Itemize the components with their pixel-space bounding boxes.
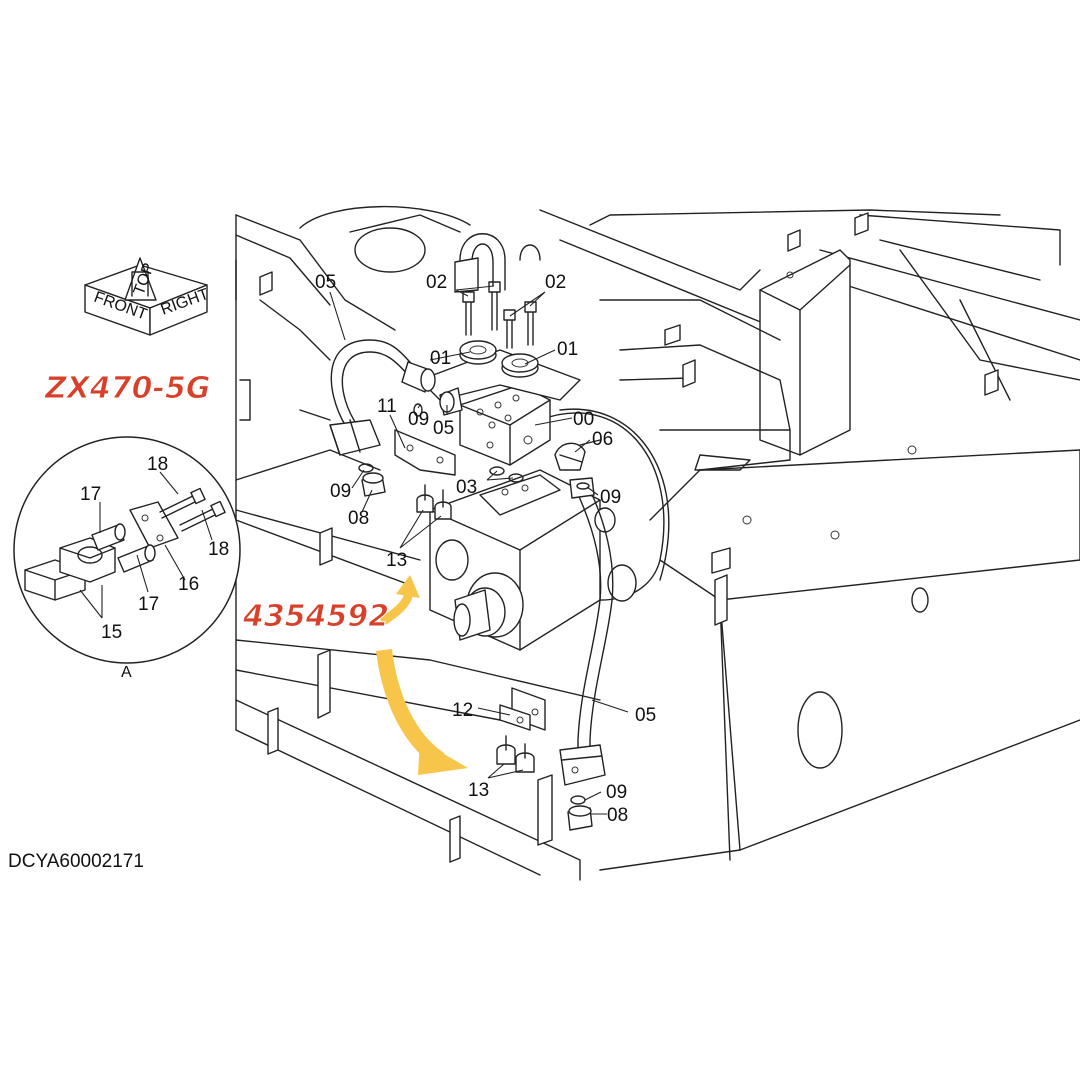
- callout-02-left: 02: [426, 272, 447, 293]
- callout-07: 06: [592, 429, 613, 450]
- bolts-02: [462, 281, 537, 349]
- callout-08-upper: 08: [348, 508, 369, 529]
- pump-assembly: [394, 233, 670, 651]
- callout-labels: 05 02 02 01 01 11 09 05 00 06 03 09 09 0…: [80, 272, 656, 826]
- part-number-label: 4354592: [242, 599, 389, 634]
- callout-15: 15: [101, 622, 122, 643]
- callout-00: 00: [573, 409, 594, 430]
- hose-lower-05: [559, 477, 614, 786]
- callout-01-right: 01: [557, 339, 578, 360]
- callout-17-top: 17: [80, 484, 101, 505]
- callout-12: 12: [452, 700, 473, 721]
- oring-09-right: [576, 482, 590, 490]
- leader-lines: [79, 285, 629, 815]
- callout-03: 03: [456, 477, 477, 498]
- callout-09-right: 09: [600, 487, 621, 508]
- highlight-arrows: [376, 575, 468, 775]
- callout-09-lower: 09: [606, 782, 627, 803]
- model-label: ZX470-5G: [44, 371, 210, 406]
- dampers-13-upper: [416, 484, 452, 520]
- callout-18-top: 18: [147, 454, 168, 475]
- oring-09-upper: [413, 403, 423, 417]
- callout-13-lower: 13: [468, 780, 489, 801]
- callout-05-upper: 05: [315, 272, 336, 293]
- callout-09-left: 09: [330, 481, 351, 502]
- plug-08-upper: [358, 463, 386, 497]
- callout-18-right: 18: [208, 539, 229, 560]
- callout-13-upper: 13: [386, 550, 407, 571]
- callout-11: 11: [377, 396, 397, 417]
- flange-nut-01: [459, 340, 497, 365]
- hose-upper-05: [329, 339, 436, 456]
- dampers-13-lower: [496, 735, 535, 773]
- detail-view-label: A: [121, 664, 132, 681]
- orientation-indicator: TOP FRONT RIGHT: [84, 257, 211, 336]
- bracket-12: [499, 687, 546, 731]
- detail-view-a: [13, 436, 241, 664]
- callout-17-bottom: 17: [138, 594, 159, 615]
- callout-01-left: 01: [430, 348, 451, 369]
- frame-linework: [235, 205, 1080, 881]
- callout-16: 16: [178, 574, 199, 595]
- drawing-code: DCYA60002171: [8, 851, 144, 872]
- callout-02-right: 02: [545, 272, 566, 293]
- callout-09-upper: 09: [408, 409, 429, 430]
- callout-06: 05: [433, 418, 454, 439]
- plug-08-lower: [567, 795, 593, 831]
- flange-nut-01b: [501, 353, 539, 378]
- callout-05-lower: 05: [635, 705, 656, 726]
- callout-08-lower: 08: [607, 805, 628, 826]
